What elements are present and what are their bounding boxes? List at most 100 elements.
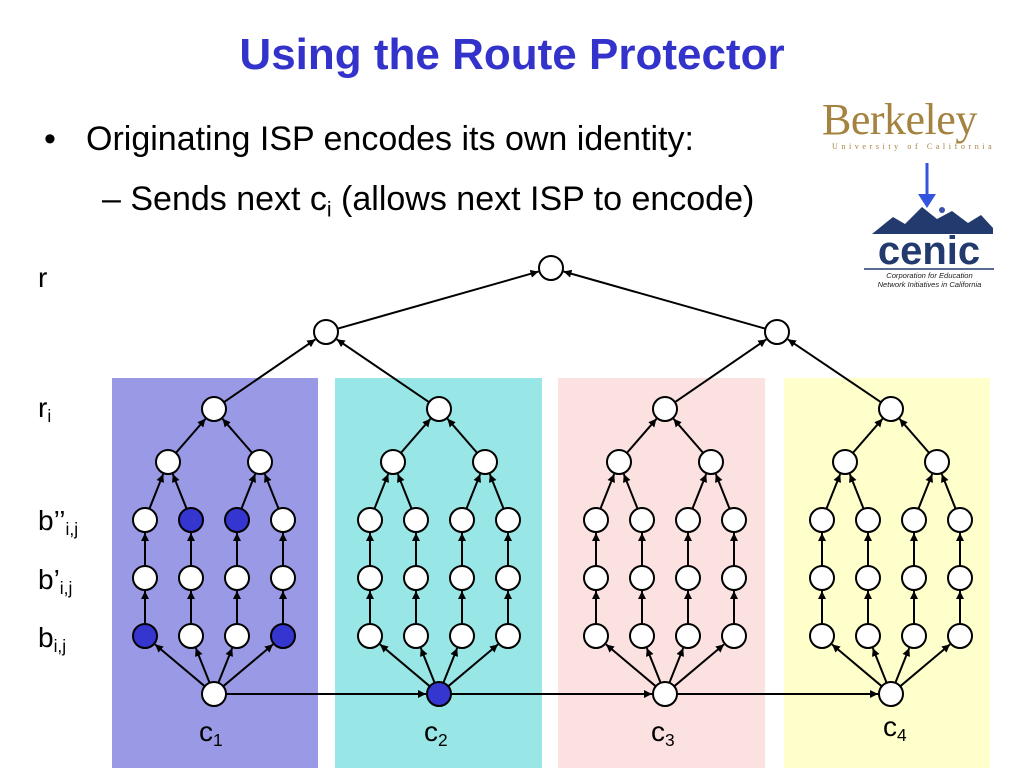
b0-node-isp-4-1 — [809, 623, 835, 649]
r-node-isp-2 — [426, 396, 452, 422]
edge-c-1-to-b0-1-2 — [194, 647, 211, 684]
edge-mid-2-1-to-ri-2 — [400, 418, 432, 454]
branch-node-isp-1-2 — [247, 449, 273, 475]
edge-c-2-to-b0-2-3 — [442, 647, 459, 684]
berkeley-logo: Berkeley University of California — [822, 95, 995, 152]
edge-c-3-to-b0-3-3 — [668, 647, 685, 684]
edge-ri-3-to-mid-R — [674, 338, 767, 404]
edge-c-4-to-b0-4-1 — [831, 643, 883, 688]
c-node-4 — [878, 681, 904, 707]
branch-node-isp-3-1 — [606, 449, 632, 475]
b1-node-isp-3-2 — [629, 565, 655, 591]
edge-b2-3-1-to-mid-3-1 — [599, 473, 616, 510]
logo-graphics: cenic — [864, 163, 994, 273]
subbullet-suffix: (allows next ISP to encode) — [331, 180, 755, 218]
edge-mid-L-to-root — [337, 269, 539, 330]
b1-node-isp-4-4 — [947, 565, 973, 591]
b1-node-isp-2-1 — [357, 565, 383, 591]
branch-node-isp-1-1 — [155, 449, 181, 475]
edge-b2-2-3-to-mid-2-2 — [465, 473, 482, 510]
b2-node-isp-2-4 — [495, 507, 521, 533]
bullet-originating-isp: •Originating ISP encodes its own identit… — [44, 120, 694, 159]
b2-node-isp-1-1 — [132, 507, 158, 533]
b0-node-isp-2-3 — [449, 623, 475, 649]
b1-node-isp-4-2 — [855, 565, 881, 591]
edge-b2-4-1-to-mid-4-1 — [825, 473, 842, 510]
r-node-isp-4 — [878, 396, 904, 422]
berkeley-wordmark: Berkeley — [822, 95, 977, 144]
b2-node-isp-4-2 — [855, 507, 881, 533]
b2-node-isp-1-4 — [270, 507, 296, 533]
b0-node-isp-1-3 — [224, 623, 250, 649]
tree-nodes — [132, 255, 973, 707]
b0-node-isp-1-4 — [270, 623, 296, 649]
edge-b2-1-2-to-mid-1-1 — [171, 473, 188, 510]
branch-node-isp-2-1 — [380, 449, 406, 475]
edge-c-1-to-b0-1-4 — [222, 643, 274, 688]
bullet-marker: • — [44, 120, 56, 158]
edge-b2-4-2-to-mid-4-1 — [848, 473, 865, 510]
cenic-dot-icon — [939, 207, 945, 213]
edge-c-4-to-b0-4-2 — [871, 647, 888, 684]
branch-node-isp-3-2 — [698, 449, 724, 475]
b1-node-isp-4-3 — [901, 565, 927, 591]
edge-c-4-to-b0-4-4 — [899, 643, 951, 688]
b0-node-isp-1-1 — [132, 623, 158, 649]
edge-c-4-to-b0-4-3 — [894, 647, 911, 684]
r-node-isp-1 — [201, 396, 227, 422]
b2-node-isp-3-3 — [675, 507, 701, 533]
cenic-wordmark: cenic — [878, 229, 980, 273]
b2-node-isp-4-1 — [809, 507, 835, 533]
branch-node-isp-4-1 — [832, 449, 858, 475]
b2-node-isp-3-1 — [583, 507, 609, 533]
edge-c-2-to-b0-2-2 — [419, 647, 436, 684]
c-label-3: c3 — [651, 716, 675, 751]
down-arrow-head-icon — [918, 194, 936, 208]
b1-node-isp-2-3 — [449, 565, 475, 591]
aggregate-node-right — [764, 319, 790, 345]
edge-c-1-to-b0-1-3 — [217, 647, 234, 684]
edge-b2-4-4-to-mid-4-2 — [940, 473, 957, 510]
b2-node-isp-4-3 — [901, 507, 927, 533]
cenic-tagline-line-1: Corporation for Education — [886, 271, 973, 280]
b1-node-isp-4-1 — [809, 565, 835, 591]
edge-mid-4-1-to-ri-4 — [852, 418, 884, 454]
edge-mid-1-1-to-ri-1 — [175, 418, 207, 454]
root-node-r — [538, 255, 564, 281]
c-label-1: c1 — [199, 716, 223, 751]
c-label-2: c2 — [424, 716, 448, 751]
b1-node-isp-3-4 — [721, 565, 747, 591]
b0-node-isp-4-3 — [901, 623, 927, 649]
b0-node-isp-4-4 — [947, 623, 973, 649]
edge-b2-1-1-to-mid-1-1 — [148, 473, 165, 510]
c-node-1 — [201, 681, 227, 707]
b1-node-isp-2-4 — [495, 565, 521, 591]
row-label-ri: ri — [38, 392, 52, 427]
edge-b2-1-4-to-mid-1-2 — [263, 473, 280, 510]
edge-b2-4-3-to-mid-4-2 — [917, 473, 934, 510]
b0-node-isp-4-2 — [855, 623, 881, 649]
edge-c-2-to-b0-2-1 — [379, 643, 431, 688]
b2-node-isp-4-4 — [947, 507, 973, 533]
b0-node-isp-1-2 — [178, 623, 204, 649]
c-node-3 — [652, 681, 678, 707]
edge-b2-3-3-to-mid-3-2 — [691, 473, 708, 510]
edge-mid-3-1-to-ri-3 — [626, 418, 658, 454]
edge-b2-2-2-to-mid-2-1 — [396, 473, 413, 510]
b0-node-isp-3-4 — [721, 623, 747, 649]
b2-node-isp-2-3 — [449, 507, 475, 533]
aggregate-node-left — [313, 319, 339, 345]
b1-node-isp-1-1 — [132, 565, 158, 591]
edge-c-3-to-b0-3-1 — [605, 643, 657, 688]
edge-c-1-to-b0-1-1 — [154, 643, 206, 688]
cenic-tagline: Corporation for Education Network Initia… — [862, 271, 997, 289]
row-label-r: r — [38, 262, 48, 293]
b2-node-isp-1-3 — [224, 507, 250, 533]
b2-node-isp-1-2 — [178, 507, 204, 533]
b0-node-isp-3-3 — [675, 623, 701, 649]
b2-node-isp-2-2 — [403, 507, 429, 533]
b2-node-isp-3-4 — [721, 507, 747, 533]
tree-edges — [141, 269, 964, 698]
slide-title: Using the Route Protector — [239, 30, 785, 79]
